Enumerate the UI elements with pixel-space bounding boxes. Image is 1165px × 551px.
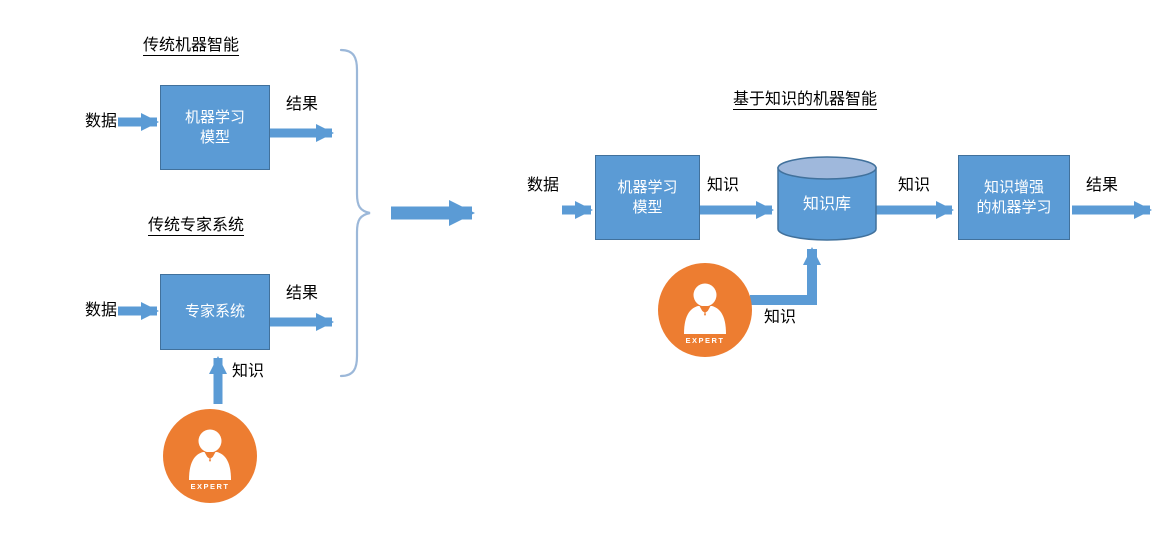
cylinder-body [777,167,877,241]
knowledge-label-1: 知识 [707,177,740,194]
person-shoulders [189,452,231,480]
expert-label-right: EXPERT [685,336,724,345]
flow2-input-label: 数据 [85,302,118,319]
right-title: 基于知识的机器智能 [733,91,878,108]
expert-label-left: EXPERT [190,482,229,491]
flow2-output-label: 结果 [286,285,319,302]
grouping-brace-shape [339,48,371,378]
knowledge-label-2: 知识 [898,177,931,194]
right-output-label: 结果 [1086,177,1119,194]
flow2-title: 传统专家系统 [148,217,245,234]
right-ml-model-box: 机器学习 模型 [595,155,700,240]
flow1-input-label: 数据 [85,113,118,130]
expert-icon-left: EXPERT [163,409,257,503]
person-bowtie [701,310,709,316]
person-collar [204,452,216,462]
cylinder-top [777,156,877,180]
expert-icon-right: EXPERT [658,263,752,357]
right-input-label: 数据 [527,177,560,194]
person-shoulders [684,306,726,334]
flow2-knowledge-label: 知识 [232,363,265,380]
expert-to-kb-arrow [750,247,821,305]
knowledge-base-label: 知识库 [802,196,851,213]
expert-system-box: 专家系统 [160,274,270,350]
person-bowtie [206,456,214,462]
person-collar [699,306,711,316]
flow1-title: 传统机器智能 [143,37,240,54]
expert-knowledge-label: 知识 [764,309,797,326]
knowledge-augmented-ml-box: 知识增强 的机器学习 [958,155,1070,240]
knowledge-base-cylinder [777,156,877,241]
flow1-output-label: 结果 [286,96,319,113]
person-head [693,283,717,307]
person-head [198,429,222,453]
ml-model-box: 机器学习 模型 [160,85,270,170]
